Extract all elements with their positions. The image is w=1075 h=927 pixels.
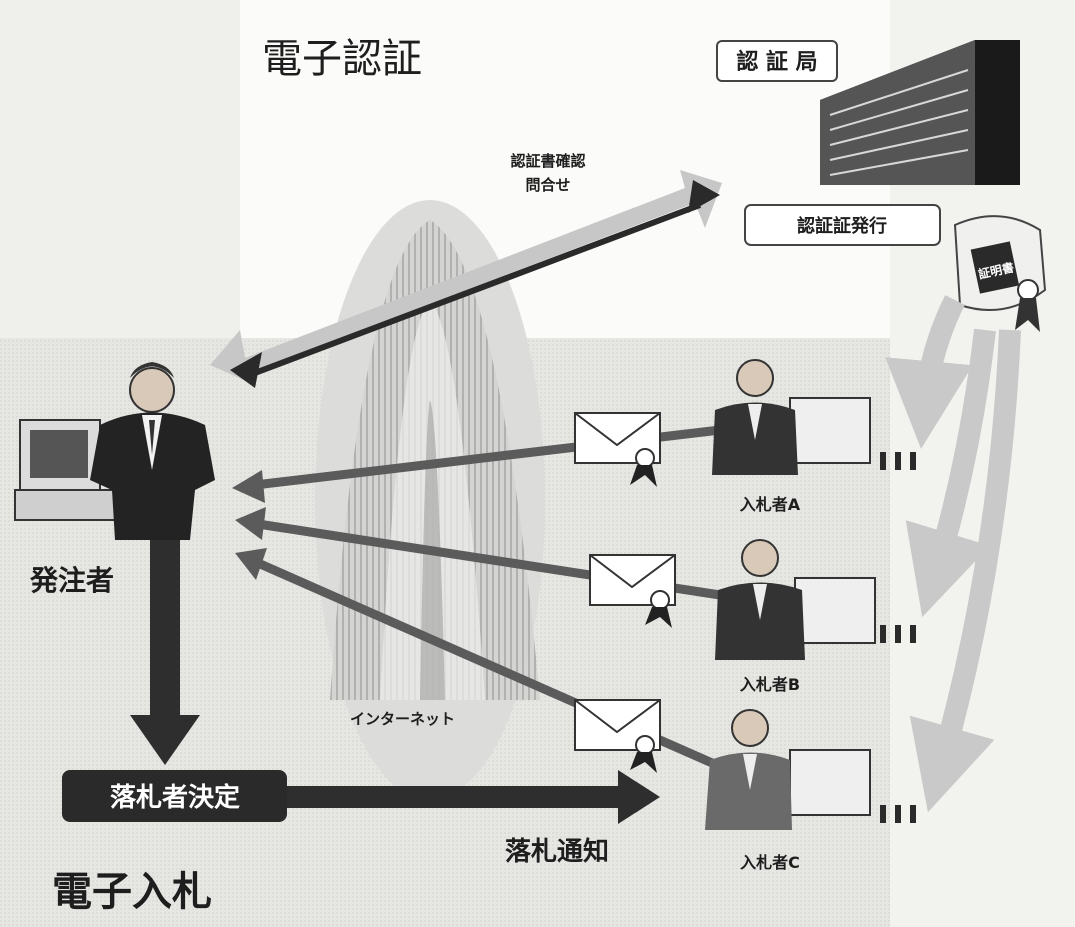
query-label-line1: 認証書確認 xyxy=(510,152,585,170)
bidder-c-person-icon xyxy=(705,709,871,830)
title-bottom: 電子入札 xyxy=(52,869,212,915)
authority-label: 認 証 局 xyxy=(736,49,817,75)
bidder-a-label: 入札者A xyxy=(740,495,801,514)
certificate-scroll-icon xyxy=(953,215,1047,332)
envelope-icon-b xyxy=(589,554,676,628)
bidder-b-person-icon xyxy=(715,539,876,660)
title-top: 電子認証 xyxy=(262,36,422,82)
certificate-authority-building-icon xyxy=(820,40,1020,185)
decision-flow-arrow xyxy=(130,540,200,765)
connector-marks xyxy=(880,452,916,823)
decision-label: 落札者決定 xyxy=(110,782,240,813)
internet-globe-icon xyxy=(315,200,545,800)
network-label: インターネット xyxy=(350,710,455,728)
certificate-distribution-arrows xyxy=(885,295,1021,813)
notify-arrow xyxy=(287,770,660,824)
client-person-icon xyxy=(90,362,215,540)
bidder-a-person-icon xyxy=(712,359,871,475)
query-label-line2: 問合せ xyxy=(525,176,570,194)
envelope-icon-c xyxy=(574,699,661,773)
certificate-text: 証明書 xyxy=(977,259,1015,281)
client-label: 発注者 xyxy=(29,564,114,597)
bidder-c-label: 入札者C xyxy=(740,853,800,872)
authority-label-box xyxy=(716,40,838,82)
issue-label: 認証証発行 xyxy=(797,215,887,237)
bidder-b-label: 入札者B xyxy=(740,675,800,694)
left-blur-panel xyxy=(0,0,240,338)
issue-label-box xyxy=(744,204,941,246)
envelope-icon-a xyxy=(574,412,661,487)
decision-box xyxy=(62,770,287,822)
notify-label: 落札通知 xyxy=(505,837,609,867)
query-arrow xyxy=(210,170,722,388)
